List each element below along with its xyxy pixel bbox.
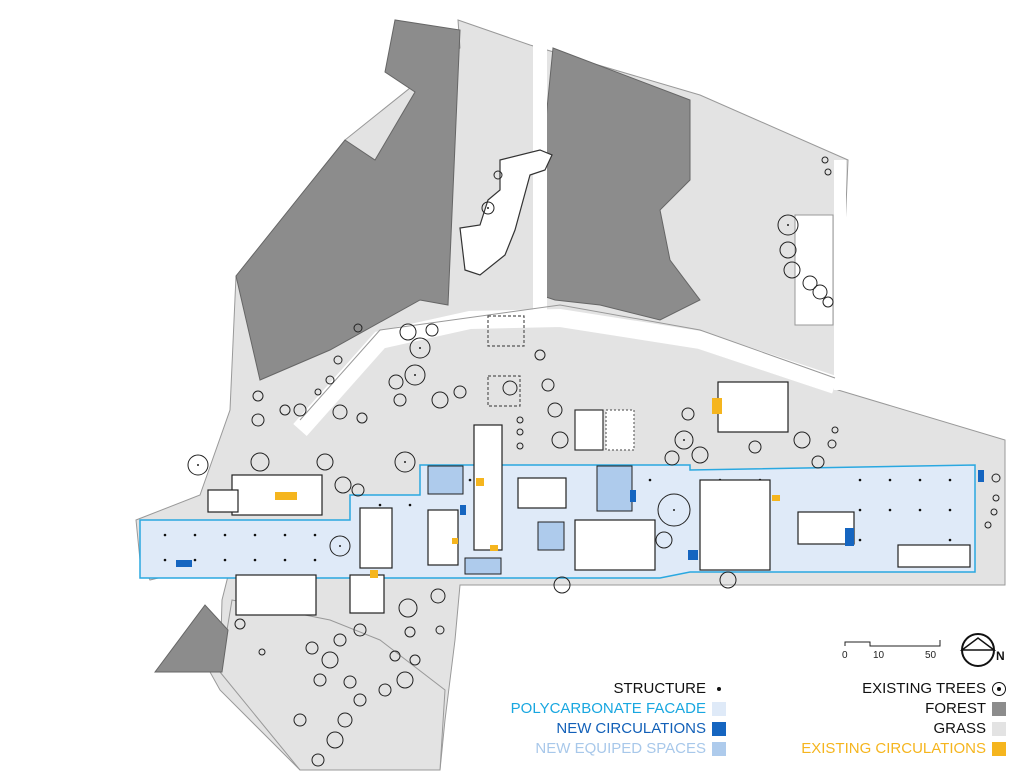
- existing-circulations: [275, 398, 780, 578]
- building-north: [459, 149, 553, 276]
- scale-bar: [844, 640, 941, 647]
- tree-centers: [197, 207, 789, 547]
- legend-structure-label: STRUCTURE: [613, 680, 707, 697]
- new-equiped-spaces: [427, 465, 633, 575]
- legend-forest: FOREST: [925, 700, 1006, 718]
- legend-polycarbonate-label: POLYCARBONATE FACADE: [510, 700, 706, 717]
- forest-southwest: [154, 604, 229, 673]
- road-main: [293, 308, 838, 436]
- legend-new-circulations: NEW CIRCULATIONS: [556, 720, 726, 738]
- legend-structure: STRUCTURE: [614, 680, 727, 698]
- structure-dot-icon: [717, 687, 721, 691]
- existing-circulations-swatch: [992, 742, 1006, 756]
- buildings: [207, 315, 971, 616]
- legend-new-equiped-label: NEW EQUIPED SPACES: [535, 740, 706, 757]
- grass-swatch: [992, 722, 1006, 736]
- building-east-annex: [794, 214, 834, 326]
- forest-swatch: [992, 702, 1006, 716]
- polycarbonate-swatch: [712, 702, 726, 716]
- legend-new-equiped: NEW EQUIPED SPACES: [535, 740, 726, 758]
- legend-grass: GRASS: [933, 720, 1006, 738]
- existing-trees: [187, 156, 1001, 767]
- scale-label-0: 0: [842, 650, 848, 661]
- legend-new-label: NEW: [556, 720, 592, 737]
- scale-label-10: 10: [873, 650, 885, 661]
- legend-existing-trees: EXISTING TREES: [862, 680, 1006, 698]
- legend-existing-trees-label: EXISTING TREES: [862, 680, 986, 697]
- legend-grass-label: GRASS: [933, 720, 986, 737]
- scale-label-50: 50: [925, 650, 937, 661]
- north-arrow-icon: [959, 633, 997, 667]
- new-circulations: [176, 470, 984, 567]
- legend-polycarbonate: POLYCARBONATE FACADE: [511, 700, 726, 718]
- legend-circulations-label: CIRCULATIONS: [595, 720, 706, 737]
- legend-existing-circulations-label: EXISTING CIRCULATIONS: [801, 740, 986, 757]
- north-label: N: [996, 649, 1005, 663]
- new-equiped-swatch: [712, 742, 726, 756]
- new-circulations-swatch: [712, 722, 726, 736]
- legend-existing-circulations: EXISTING CIRCULATIONS: [801, 740, 1006, 758]
- forest-northwest: [235, 19, 461, 381]
- legend-forest-label: FOREST: [925, 700, 986, 717]
- tree-icon: [992, 682, 1006, 696]
- road-path: [299, 304, 836, 421]
